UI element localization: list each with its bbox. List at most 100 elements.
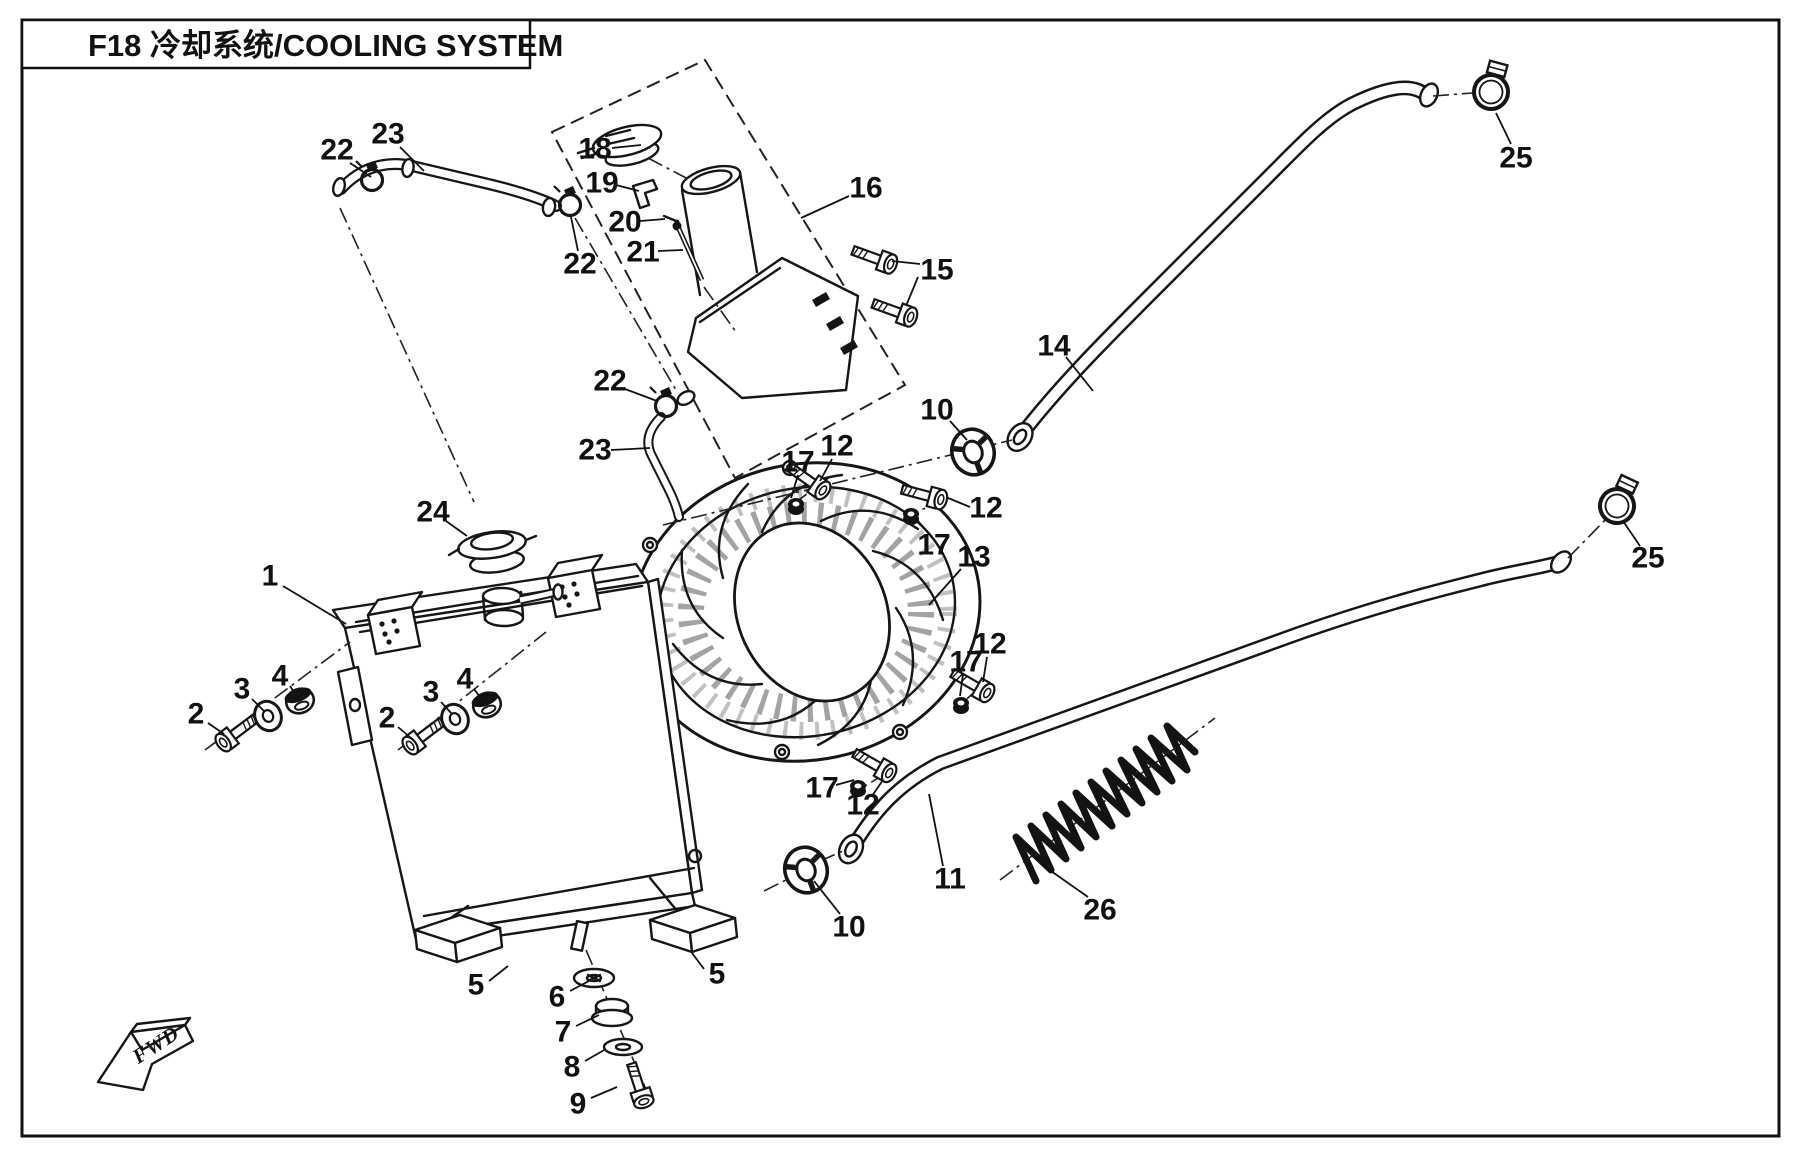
part-label-25: 25 xyxy=(1499,142,1532,175)
radiator-bracket-left xyxy=(366,590,424,656)
leader-line xyxy=(947,497,971,508)
part-label-6: 6 xyxy=(549,981,566,1014)
leader-line xyxy=(1065,356,1094,392)
fan-hub xyxy=(733,521,891,703)
part-label-21: 21 xyxy=(626,236,659,269)
fwd-arrow: FWD xyxy=(96,1016,195,1092)
bolt-icon xyxy=(868,292,921,330)
leader-line xyxy=(445,520,468,537)
part-label-15: 15 xyxy=(920,254,953,287)
leader-line xyxy=(928,568,962,606)
part-label-2: 2 xyxy=(188,698,205,731)
leader-line xyxy=(905,276,919,307)
leader-line xyxy=(207,722,225,735)
bolt-icon xyxy=(848,239,901,277)
radiator-filler-neck xyxy=(481,583,564,628)
reservoir-neck xyxy=(680,164,759,297)
part-label-22: 22 xyxy=(320,134,353,167)
drain-stud xyxy=(570,919,590,952)
radiator-strap xyxy=(336,665,374,747)
leader-line xyxy=(691,952,705,970)
rubber-pad-left xyxy=(413,913,504,964)
radiator-bracket-right xyxy=(546,553,604,619)
leader-line xyxy=(570,216,579,252)
leader-line xyxy=(871,779,884,797)
part-label-17: 17 xyxy=(805,772,838,805)
leader-line xyxy=(397,726,412,739)
leader-line xyxy=(399,146,425,172)
part-label-17: 17 xyxy=(917,529,950,562)
pipe-clamp-10-icon xyxy=(945,423,1000,481)
leader-line xyxy=(610,447,651,451)
part-label-26: 26 xyxy=(1083,894,1116,927)
part-label-4: 4 xyxy=(457,663,474,696)
leader-line xyxy=(440,701,453,715)
leader-line xyxy=(800,195,850,219)
part-label-4: 4 xyxy=(272,660,289,693)
part-label-22: 22 xyxy=(593,365,626,398)
leader-line xyxy=(790,474,799,499)
washer-17-icon xyxy=(788,498,804,515)
part-label-13: 13 xyxy=(957,541,990,574)
radiator xyxy=(331,553,704,952)
part-label-10: 10 xyxy=(832,911,865,944)
radiator-cap-24 xyxy=(447,530,538,574)
cooling-fan xyxy=(630,459,982,763)
leader-line xyxy=(657,249,684,252)
leader-line xyxy=(615,184,640,192)
part-label-20: 20 xyxy=(608,206,641,239)
elbow-fitting-19 xyxy=(631,178,659,210)
overflow-hose-lower xyxy=(643,412,684,522)
bolt-icon xyxy=(620,1059,657,1112)
bushing-7 xyxy=(590,997,634,1028)
leader-line xyxy=(251,698,266,713)
hose-clamp-22-icon xyxy=(648,385,679,419)
part-label-2: 2 xyxy=(379,702,396,735)
title-box xyxy=(20,18,532,70)
leader-line xyxy=(473,688,485,703)
leader-line xyxy=(624,388,658,402)
part-label-16: 16 xyxy=(849,172,882,205)
leader-line xyxy=(928,793,944,867)
hose-clamp-25-icon xyxy=(1468,56,1518,115)
leader-line xyxy=(569,980,590,992)
rubber-pad-right xyxy=(648,903,739,954)
part-label-22: 22 xyxy=(563,248,596,281)
part-label-7: 7 xyxy=(555,1016,572,1049)
leader-line xyxy=(590,1086,618,1099)
leader-line xyxy=(611,144,642,149)
leader-line xyxy=(488,965,509,982)
part-label-10: 10 xyxy=(920,394,953,427)
leader-line xyxy=(835,779,855,786)
part-label-8: 8 xyxy=(564,1051,581,1084)
hose-clamp-25-icon xyxy=(1592,469,1648,531)
part-label-12: 12 xyxy=(820,430,853,463)
leader-line xyxy=(1622,520,1641,547)
leader-line xyxy=(349,162,372,178)
bottom-mount-parts xyxy=(413,903,739,1112)
leader-line xyxy=(584,1048,607,1062)
part-label-12: 12 xyxy=(973,628,1006,661)
leader-line xyxy=(891,260,921,265)
overflow-hose-upper xyxy=(331,157,562,218)
leader-line xyxy=(914,516,928,533)
radiator-hose-inlet-14 xyxy=(1006,80,1440,453)
part-label-3: 3 xyxy=(234,673,251,706)
part-label-9: 9 xyxy=(570,1088,587,1121)
reservoir-assembly xyxy=(550,58,921,480)
washer-17-icon xyxy=(903,508,919,525)
part-label-17: 17 xyxy=(949,646,982,679)
dipstick-21 xyxy=(672,221,705,282)
leader-line xyxy=(819,458,833,482)
leader-line xyxy=(959,673,964,697)
pipe-clamp-10-icon xyxy=(778,841,833,899)
part-label-11: 11 xyxy=(934,863,966,896)
radiator-hose-outlet-11 xyxy=(837,550,1573,865)
reservoir-tank xyxy=(676,256,860,407)
part-label-18: 18 xyxy=(578,133,611,166)
part-label-3: 3 xyxy=(423,676,440,709)
grommet-6 xyxy=(572,967,616,989)
